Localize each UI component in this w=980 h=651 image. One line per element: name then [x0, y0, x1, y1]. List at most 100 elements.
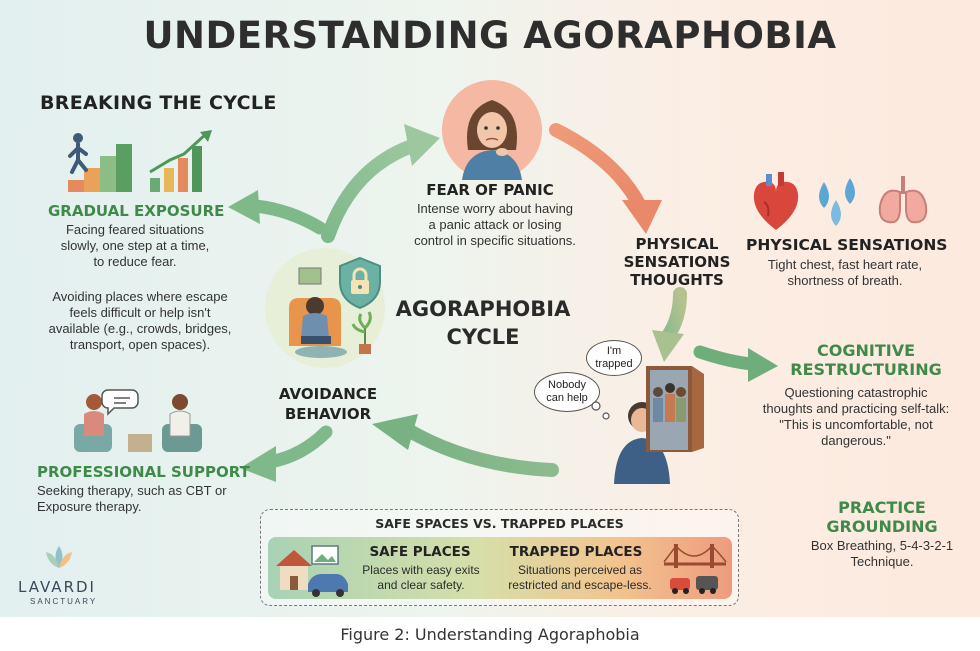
- cognitive-restructuring-heading: COGNITIVE RESTRUCTURING: [776, 341, 956, 379]
- safe-places-line: and clear safety.: [377, 578, 465, 592]
- arrowhead-avoidance-to-fear: [404, 124, 440, 166]
- logo-sub: SANCTUARY: [30, 597, 98, 606]
- cognitive-line: thoughts and practicing self-talk:: [762, 401, 950, 416]
- arrow-to-cognitive-restructuring: [693, 345, 759, 371]
- arrowhead-trapped-to-avoidance: [372, 414, 418, 450]
- arrowhead-to-professional-support: [240, 446, 276, 482]
- sweat-drops-icon: [819, 178, 855, 226]
- arrow-to-professional-support: [263, 425, 333, 469]
- shield-lock-icon: [339, 256, 381, 310]
- lungs-icon: [878, 176, 928, 224]
- gradual-exposure-line: slowly, one step at a time,: [60, 238, 210, 253]
- trapped-places-line: Situations perceived as: [517, 563, 643, 577]
- avoidance-behavior-line: BEHAVIOR: [284, 405, 372, 423]
- thought-bubble-trail: [591, 401, 610, 420]
- trapped-places-text: Situations perceived as restricted and e…: [500, 563, 660, 593]
- gradual-exposure-line: to reduce fear.: [93, 254, 177, 269]
- bar-growth-icon: [149, 130, 212, 192]
- safe-vs-trapped-heading: SAFE SPACES VS. TRAPPED PLACES: [375, 516, 624, 531]
- arrow-to-gradual-exposure: [249, 199, 327, 235]
- professional-support-text: Seeking therapy, such as CBT or Exposure…: [37, 483, 257, 515]
- cognitive-restructuring-text: Questioning catastrophic thoughts and pr…: [740, 385, 972, 449]
- grounding-line: Technique.: [850, 554, 914, 569]
- professional-support-line: Seeking therapy, such as CBT or: [37, 483, 227, 498]
- distressed-person-illustration: [289, 267, 372, 358]
- practice-grounding-text: Box Breathing, 5-4-3-2-1 Technique.: [782, 538, 980, 570]
- arrowhead-to-cognitive-restructuring: [748, 348, 778, 382]
- house-car-illustration: [276, 545, 348, 597]
- gradual-exposure-line: Facing feared situations: [65, 222, 205, 237]
- cycle-arrows: [228, 123, 778, 482]
- pst-line: SENSATIONS: [623, 253, 731, 271]
- gradual-exposure-heading: GRADUAL EXPOSURE: [48, 202, 225, 220]
- avoidance-behavior-label: AVOIDANCE BEHAVIOR: [268, 384, 388, 424]
- arrow-sensations-down: [661, 287, 687, 343]
- fear-of-panic-line: control in specific situations.: [414, 233, 576, 248]
- infographic-canvas: UNDERSTANDING AGORAPHOBIA BREAKING THE C…: [0, 0, 980, 617]
- pst-line: PHYSICAL: [635, 235, 719, 253]
- physical-sensations-text: Tight chest, fast heart rate, shortness …: [745, 257, 945, 289]
- thought-bubble-trapped: I'm trapped: [586, 340, 642, 376]
- grounding-heading-line: PRACTICE: [838, 498, 926, 517]
- arrowhead-sensations-down: [652, 330, 684, 362]
- practice-grounding-heading: PRACTICE GROUNDING: [792, 498, 972, 536]
- lotus-logo-icon: [46, 546, 72, 568]
- arrowhead-fear-to-sensations: [622, 200, 662, 234]
- cognitive-heading-line: RESTRUCTURING: [790, 360, 942, 379]
- cognitive-line: Questioning catastrophic: [784, 385, 928, 400]
- trapped-places-heading: TRAPPED PLACES: [509, 544, 643, 560]
- safe-places-text: Places with easy exits and clear safety.: [346, 563, 496, 593]
- fear-of-panic-text: Intense worry about having a panic attac…: [390, 201, 600, 249]
- anatomical-heart-icon: [753, 172, 799, 230]
- avoidance-description-line: Avoiding places where escape: [52, 289, 228, 304]
- trapped-places-line: restricted and escape-less.: [508, 578, 652, 592]
- cycle-title-line: CYCLE: [446, 325, 520, 349]
- therapy-session-illustration: [74, 389, 202, 452]
- fear-of-panic-heading: FEAR OF PANIC: [426, 181, 554, 199]
- cycle-title-line: AGORAPHOBIA: [395, 297, 571, 321]
- grounding-heading-line: GROUNDING: [826, 517, 938, 536]
- physical-sensations-thoughts-label: PHYSICAL SENSATIONS THOUGHTS: [612, 235, 742, 289]
- figure-caption: Figure 2: Understanding Agoraphobia: [340, 625, 640, 644]
- arrow-avoidance-to-fear: [321, 139, 419, 243]
- bubble-line: trapped: [595, 358, 633, 370]
- avoidance-description-line: available (e.g., crowds, bridges,: [48, 321, 232, 336]
- professional-support-heading: PROFESSIONAL SUPPORT: [37, 463, 250, 481]
- avoidance-behavior-line: AVOIDANCE: [278, 385, 378, 403]
- physical-sensations-line: shortness of breath.: [787, 273, 903, 288]
- worried-woman-portrait: [462, 100, 522, 180]
- cognitive-line: dangerous.": [821, 433, 891, 448]
- bubble-line: Nobody: [548, 379, 586, 391]
- physical-sensations-line: Tight chest, fast heart rate,: [767, 257, 923, 272]
- crowded-doorway-illustration: [646, 366, 704, 452]
- arrow-trapped-to-avoidance: [401, 423, 559, 477]
- avoidance-description-line: transport, open spaces).: [69, 337, 211, 352]
- grounding-line: Box Breathing, 5-4-3-2-1: [810, 538, 954, 553]
- bubble-line: I'm: [606, 345, 622, 357]
- fear-of-panic-line: a panic attack or losing: [428, 217, 562, 232]
- arrow-fear-to-sensations: [549, 123, 647, 213]
- breaking-the-cycle-heading: BREAKING THE CYCLE: [40, 92, 277, 114]
- traffic-jam-icon: [670, 576, 718, 594]
- safe-places-line: Places with easy exits: [362, 563, 480, 577]
- house-icon: [276, 545, 339, 590]
- safe-places-heading: SAFE PLACES: [369, 544, 471, 560]
- bridge-traffic-illustration: [663, 544, 727, 594]
- agoraphobia-cycle-title: AGORAPHOBIA CYCLE: [388, 295, 578, 351]
- gradual-exposure-text: Facing feared situations slowly, one ste…: [40, 222, 230, 270]
- pst-line: THOUGHTS: [630, 271, 724, 289]
- thought-bubble-nobody: Nobody can help: [534, 372, 600, 412]
- professional-support-line: Exposure therapy.: [37, 499, 142, 514]
- page-title: UNDERSTANDING AGORAPHOBIA: [143, 14, 837, 57]
- stairs-progress-icon: [68, 133, 132, 192]
- car-icon: [308, 574, 348, 597]
- physical-sensations-heading: PHYSICAL SENSATIONS: [746, 236, 948, 254]
- logo-name: LAVARDI: [18, 578, 96, 596]
- bubble-line: can help: [546, 392, 588, 404]
- bridge-icon: [663, 544, 727, 568]
- avoidance-description-line: feels difficult or help isn't: [69, 305, 211, 320]
- cognitive-line: "This is uncomfortable, not: [779, 417, 933, 432]
- fear-of-panic-line: Intense worry about having: [416, 201, 574, 216]
- arrowhead-to-gradual-exposure: [228, 190, 260, 224]
- cognitive-heading-line: COGNITIVE: [817, 341, 915, 360]
